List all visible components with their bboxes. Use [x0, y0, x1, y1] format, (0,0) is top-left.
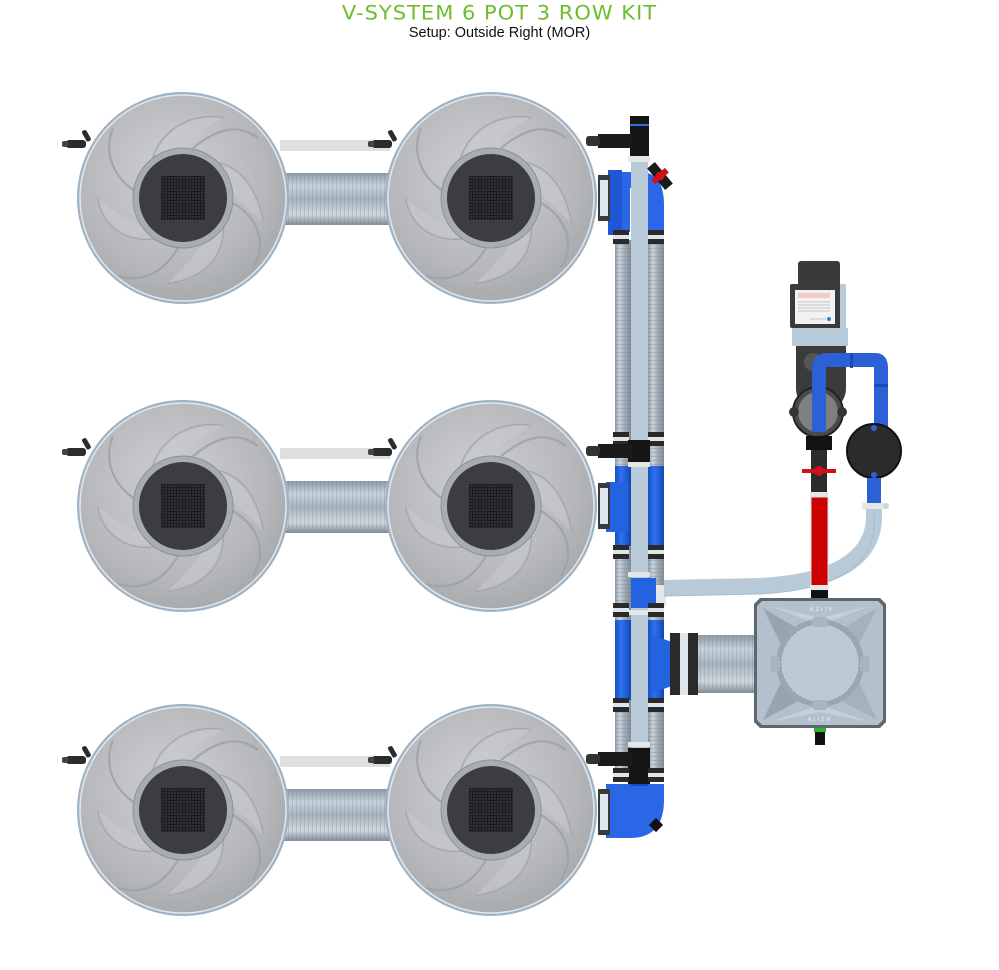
- reservoir-brand-top: ALIEN: [808, 605, 833, 611]
- pot: [75, 398, 291, 614]
- page-title: V-SYSTEM 6 POT 3 ROW KIT: [341, 1, 658, 25]
- pot-outlet-fittings: [598, 175, 610, 835]
- pot: [383, 702, 599, 918]
- pot: [75, 90, 291, 306]
- pump-assembly: [789, 261, 902, 600]
- row-connections: [280, 140, 398, 841]
- pot: [383, 398, 599, 614]
- reservoir-brand-bottom: ALIEN: [808, 717, 833, 723]
- pot: [383, 90, 599, 306]
- page-subtitle: Setup: Outside Right (MOR): [408, 25, 591, 41]
- reservoir-hose: [670, 633, 760, 695]
- supply-tube: [663, 505, 882, 597]
- reservoir: ALIEN ALIEN: [754, 598, 886, 745]
- pot: [75, 702, 291, 918]
- manifold: [586, 116, 673, 838]
